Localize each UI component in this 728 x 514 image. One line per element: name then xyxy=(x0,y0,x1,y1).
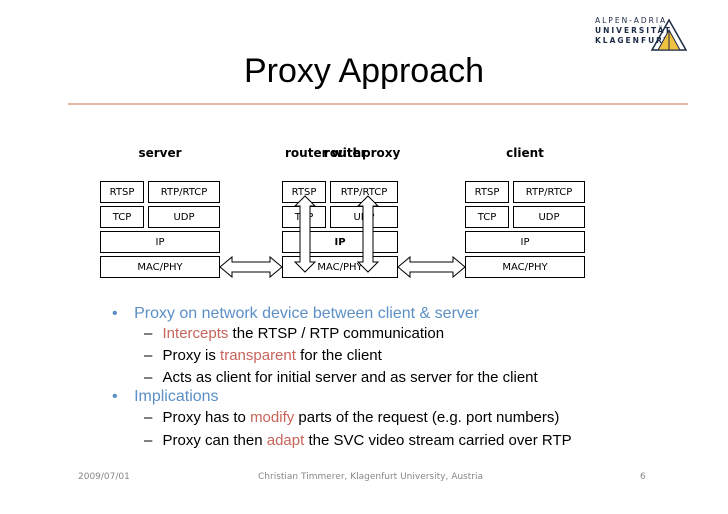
sub-bullet-text: the SVC video stream carried over RTP xyxy=(304,432,572,449)
server-stack-title: server xyxy=(138,146,182,160)
client-mac-box: MAC/PHY xyxy=(465,256,585,278)
server-tcp-box: TCP xyxy=(100,206,144,228)
router-rtp-box: RTP/RTCP xyxy=(330,181,398,203)
title-divider xyxy=(68,103,688,105)
sub-bullet-highlight: Intercepts xyxy=(162,325,229,342)
client-ip-box: IP xyxy=(465,231,585,253)
router-client-link-arrow xyxy=(397,255,466,279)
router-title-part-b: router xyxy=(324,146,367,160)
client-rtsp-box: RTSP xyxy=(465,181,509,203)
footer-date: 2009/07/01 xyxy=(78,472,130,482)
server-rtsp-box: RTSP xyxy=(100,181,144,203)
server-router-link-arrow xyxy=(219,255,283,279)
university-logo-icon xyxy=(650,18,688,51)
bullet-1: • Proxy on network device between client… xyxy=(112,305,479,323)
bullet-1-text: Proxy on network device between client &… xyxy=(134,305,480,322)
bullet-dot: • xyxy=(112,305,118,322)
client-tcp-box: TCP xyxy=(465,206,509,228)
sub-bullet-text: Proxy is xyxy=(162,347,221,364)
bullet-2: • Implications xyxy=(112,388,219,406)
dash: – xyxy=(144,409,153,426)
router-title-part-c: proxy xyxy=(362,146,401,160)
sub-bullet-text: parts of the request (e.g. port numbers) xyxy=(294,409,560,426)
router-rtsp-vertical-arrow xyxy=(293,195,317,273)
server-ip-box: IP xyxy=(100,231,220,253)
sub-bullet-highlight: adapt xyxy=(266,432,305,449)
client-stack-title: client xyxy=(506,146,544,160)
bullet-dot: • xyxy=(112,388,118,405)
dash: – xyxy=(144,347,153,364)
client-rtp-box: RTP/RTCP xyxy=(513,181,585,203)
sub-bullet-text: Acts as client for initial server and as… xyxy=(162,369,538,386)
server-rtp-box: RTP/RTCP xyxy=(148,181,220,203)
dash: – xyxy=(144,432,153,449)
footer-author: Christian Timmerer, Klagenfurt Universit… xyxy=(258,472,483,482)
logo-line-2: UNIVERSITÄT xyxy=(595,26,672,35)
sub-bullet-highlight: transparent xyxy=(220,347,296,364)
dash: – xyxy=(144,369,153,386)
slide-title: Proxy Approach xyxy=(243,52,485,90)
logo-line-3: KLAGENFURT xyxy=(595,36,671,45)
sub-bullet-text: Proxy can then xyxy=(162,432,267,449)
router-rtp-vertical-arrow xyxy=(356,195,380,273)
bullet-2-text: Implications xyxy=(134,388,219,405)
university-logo-text: ALPEN-ADRIA UNIVERSITÄT KLAGENFURT xyxy=(595,16,672,46)
sub-bullet-text: Proxy has to xyxy=(162,409,251,426)
sub-bullet-2-2: – Proxy can then adapt the SVC video str… xyxy=(144,432,572,449)
sub-bullet-1-1: – Intercepts the RTSP / RTP communicatio… xyxy=(144,325,444,342)
dash: – xyxy=(144,325,153,342)
sub-bullet-text: the RTSP / RTP communication xyxy=(228,325,445,342)
sub-bullet-2-1: – Proxy has to modify parts of the reque… xyxy=(144,409,559,426)
sub-bullet-1-3: – Acts as client for initial server and … xyxy=(144,369,538,386)
router-title-part-a: router with xyxy=(285,146,362,160)
sub-bullet-1-2: – Proxy is transparent for the client xyxy=(144,347,382,364)
logo-line-1: ALPEN-ADRIA xyxy=(595,16,668,25)
sub-bullet-text: for the client xyxy=(295,347,382,364)
sub-bullet-highlight: modify xyxy=(250,409,295,426)
client-udp-box: UDP xyxy=(513,206,585,228)
slide-number: 6 xyxy=(640,472,646,482)
server-udp-box: UDP xyxy=(148,206,220,228)
